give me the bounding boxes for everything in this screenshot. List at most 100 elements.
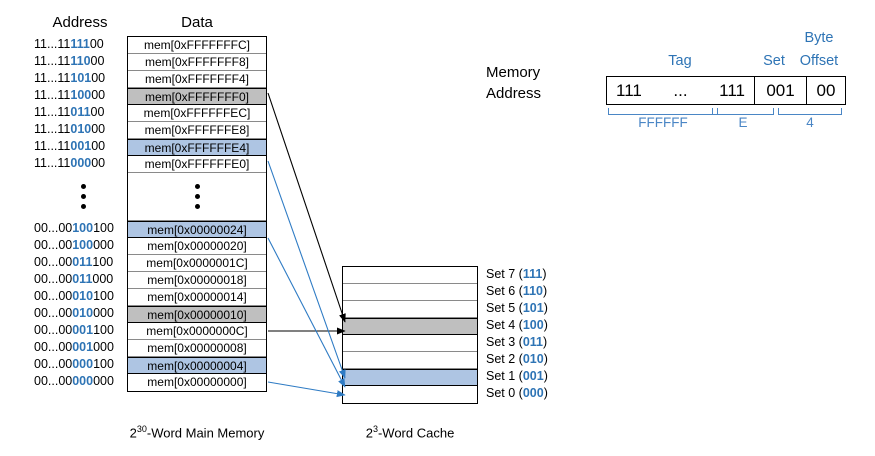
cache-caption: 23-Word Cache [342,424,478,440]
memory-cell: mem[0x00000010] [128,306,266,323]
address-set-bits: 001 [70,139,92,153]
address-tag-bits: 11...11 [34,105,71,119]
memory-cell: mem[0xFFFFFFF8] [128,54,266,71]
cache-set-row [343,369,477,386]
memory-cell: mem[0x00000020] [128,238,266,255]
memory-ellipsis-cell [128,173,266,221]
cache-set-label: Set 2 (010) [486,351,548,368]
address-offset-bits: 100 [93,323,114,337]
set-bits-field: 001 [755,77,807,104]
address-offset-bits: 000 [93,238,114,252]
mm-cap-exp: 30 [136,424,147,434]
set-name: Set 6 ( [486,284,523,298]
cache-set-label: Set 7 (111) [486,266,548,283]
address-offset-bits: 00 [90,54,105,68]
address-set-bits: 100 [72,221,94,235]
address-set-bits: 001 [72,323,94,337]
address-set-bits: 111 [70,37,90,51]
address-set-bits: 010 [72,289,94,303]
memory-cell: mem[0x00000000] [128,374,266,391]
memory-cell: mem[0x00000018] [128,272,266,289]
cache-table [342,266,478,404]
memory-address-label-line2: Address [486,85,542,102]
memory-address-bit-box: 111 ... 111 001 00 [606,76,846,105]
arrow-00000004-to-set1 [267,381,346,398]
set-index-bits: 000 [522,386,544,400]
address-tag-bits: 11...11 [34,88,71,102]
address-tag-bits: 00...00 [34,357,73,371]
cache-set-row [343,352,477,369]
offset-bits-field: 00 [816,80,836,100]
byte-field-caption: Byte [804,30,834,46]
set-hex-label: E [738,115,748,130]
cache-cap-exp: 3 [372,424,378,434]
set-paren: ) [543,369,548,383]
address-row: 00...00010000 [34,305,126,322]
cache-set-label: Set 3 (011) [486,334,548,351]
address-tag-bits: 11...11 [34,37,71,51]
offset-hex-label: 4 [806,115,814,130]
address-tag-bits: 00...00 [34,374,73,388]
address-tag-bits: 00...00 [34,238,73,252]
address-offset-bits: 100 [93,289,114,303]
set-name: Set 1 ( [486,369,523,383]
address-row: 11...1100000 [34,155,126,172]
address-row: 00...00011100 [34,254,126,271]
address-set-bits: 101 [70,71,92,85]
set-name: Set 7 ( [486,267,523,281]
cache-set-label: Set 4 (100) [486,317,548,334]
address-row: 00...00011000 [34,271,126,288]
tag-hex-label: FFFFFF [638,115,688,130]
data-column-header: Data [181,14,213,31]
cache-cap-text: -Word Cache [377,425,455,441]
mm-cap-text: -Word Main Memory [146,425,265,441]
address-tag-bits: 11...11 [34,122,71,136]
address-tag-bits: 11...11 [34,156,71,170]
address-ellipsis [34,172,126,220]
cache-set-label: Set 5 (101) [486,300,548,317]
address-set-bits: 000 [70,156,92,170]
tag-field-caption: Tag [668,53,692,69]
arrow-ffffff0-to-set4 [267,92,346,323]
set-index-bits: 100 [522,318,544,332]
address-offset-bits: 100 [93,357,114,371]
address-tag-bits: 11...11 [34,139,71,153]
vertical-dots-icon [194,184,200,209]
address-tag-bits: 00...00 [34,272,73,286]
set-paren: ) [543,301,548,315]
cache-set-label: Set 6 (110) [486,283,548,300]
memory-cell: mem[0xFFFFFFF0] [128,88,266,105]
address-row: 00...00100000 [34,237,126,254]
cache-set-row [343,267,477,284]
set-paren: ) [543,386,548,400]
memory-cell: mem[0xFFFFFFE4] [128,139,266,156]
set-bracket [712,108,774,115]
offset-bracket [778,108,842,115]
arrow-ffffffe4-to-set1 [267,160,346,379]
memory-cell: mem[0xFFFFFFE8] [128,122,266,139]
set-paren: ) [543,318,548,332]
address-tag-bits: 00...00 [34,289,73,303]
cache-cap-base: 2 [365,425,373,441]
arrow-00000024-to-set1 [267,237,346,388]
address-offset-bits: 000 [93,374,114,388]
set-name: Set 3 ( [486,335,523,349]
set-index-bits: 110 [522,284,543,298]
address-row: 00...00010100 [34,288,126,305]
memory-cell: mem[0x00000014] [128,289,266,306]
address-row: 11...1101100 [34,104,126,121]
address-row: 00...00001000 [34,339,126,356]
tag-bracket [608,108,718,115]
address-offset-bits: 00 [91,88,106,102]
memory-cell: mem[0x0000000C] [128,323,266,340]
address-set-bits: 000 [72,357,94,371]
set-index-bits: 111 [522,267,543,281]
memory-cell: mem[0xFFFFFFEC] [128,105,266,122]
address-tag-bits: 11...11 [34,71,71,85]
address-column-header: Address [52,14,108,31]
memory-address-label-line1: Memory [486,64,541,81]
cache-set-row [343,284,477,301]
address-offset-bits: 000 [92,272,114,286]
memory-cell: mem[0x00000024] [128,221,266,238]
address-offset-bits: 00 [90,105,105,119]
